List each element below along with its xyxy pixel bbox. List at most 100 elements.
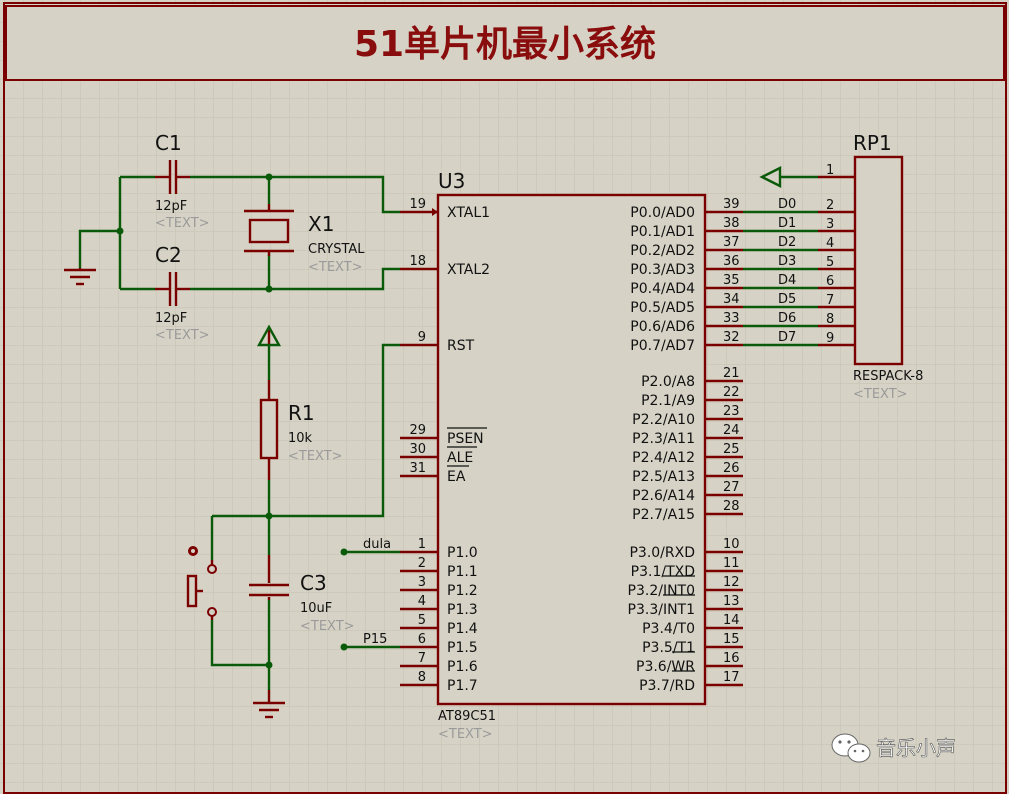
resistor-r1[interactable]: R1 10k <TEXT>: [259, 380, 343, 480]
u3-pin-8[interactable]: 8P1.7: [400, 670, 478, 694]
rp1-pin-2[interactable]: 2: [818, 198, 855, 214]
pin-number: 16: [723, 651, 740, 666]
net-label-dula[interactable]: dula: [340, 537, 401, 556]
c1-value: 12pF: [155, 199, 187, 214]
u3-pin-6[interactable]: 6P1.5: [400, 632, 478, 656]
u3-pin-7[interactable]: 7P1.6: [400, 651, 478, 675]
pin-number: 37: [723, 235, 740, 250]
u3-pin-4[interactable]: 4P1.3: [400, 594, 478, 618]
u3-pin-2[interactable]: 2P1.1: [400, 556, 478, 580]
rp1-pin-5[interactable]: 5: [818, 255, 855, 271]
pin-name: P1.4: [447, 621, 478, 637]
pin-name: P2.7/A15: [632, 507, 695, 523]
u3-pin-5[interactable]: 5P1.4: [400, 613, 478, 637]
pin-name: P1.1: [447, 564, 478, 580]
pin-number: 31: [409, 461, 426, 476]
pin-name: P2.6/A14: [632, 488, 695, 504]
bus-label-d5: D5: [778, 292, 796, 307]
pin-number: 11: [723, 556, 740, 571]
rp1-pin-4[interactable]: 4: [818, 236, 855, 252]
pin-number: 22: [723, 385, 740, 400]
pin-number: 19: [409, 197, 426, 212]
rp1-pin-1[interactable]: 1: [818, 163, 855, 179]
c2-value: 12pF: [155, 311, 187, 326]
c3-text: <TEXT>: [300, 619, 355, 634]
pin-number: 12: [723, 575, 740, 590]
u3-value: AT89C51: [438, 709, 496, 724]
watermark-text: 音乐小声: [876, 736, 956, 760]
pin-name: P1.2: [447, 583, 478, 599]
pin-number: 1: [826, 163, 834, 178]
pin-name: ALE: [447, 450, 473, 466]
pin-number: 23: [723, 404, 740, 419]
capacitor-c1[interactable]: C1 12pF <TEXT>: [155, 131, 210, 231]
rp1-pin-3[interactable]: 3: [818, 217, 855, 233]
bus-label-d2: D2: [778, 235, 796, 250]
pin-name: P0.2/AD2: [630, 243, 695, 259]
pin-number: 6: [418, 632, 426, 647]
pin-name: P2.0/A8: [641, 374, 695, 390]
pin-number: 6: [826, 274, 834, 289]
pin-number: 34: [723, 292, 740, 307]
pin-name: P0.5/AD5: [630, 300, 695, 316]
pin-number: 10: [723, 537, 740, 552]
u3-pin-1[interactable]: 1P1.0: [400, 537, 478, 561]
rp1-pin-8[interactable]: 8: [818, 312, 855, 328]
rp1-pin-6[interactable]: 6: [818, 274, 855, 290]
pin-name: RST: [447, 338, 475, 354]
rp1-pin-7[interactable]: 7: [818, 293, 855, 309]
c1-ref: C1: [155, 131, 182, 155]
net-label-p15[interactable]: P15: [340, 632, 401, 651]
u3-pin-3[interactable]: 3P1.2: [400, 575, 478, 599]
pin-name: XTAL2: [447, 262, 490, 278]
pin-name: P0.0/AD0: [630, 205, 695, 221]
bus-label-d4: D4: [778, 273, 796, 288]
pin-name: P1.3: [447, 602, 478, 618]
clock-marker: [432, 208, 438, 216]
chip-u3[interactable]: U3 AT89C51 <TEXT> 19XTAL118XTAL29RST29PS…: [400, 169, 743, 742]
pin-number: 14: [723, 613, 740, 628]
reset-button[interactable]: [186, 546, 217, 620]
x1-value: CRYSTAL: [308, 242, 365, 257]
capacitor-c2[interactable]: C2 12pF <TEXT>: [155, 243, 210, 343]
bus-label-d0: D0: [778, 197, 796, 212]
pin-name: P3.4/T0: [642, 621, 695, 637]
capacitor-c3[interactable]: C3 10uF <TEXT>: [249, 555, 355, 634]
pin-number: 3: [826, 217, 834, 232]
rp1-pin-9[interactable]: 9: [818, 331, 855, 347]
crystal-x1[interactable]: X1 CRYSTAL <TEXT>: [244, 204, 365, 275]
pin-name: XTAL1: [447, 205, 490, 221]
ground-symbol-left: [64, 268, 96, 286]
pin-name: P3.2/INT0: [628, 583, 695, 599]
